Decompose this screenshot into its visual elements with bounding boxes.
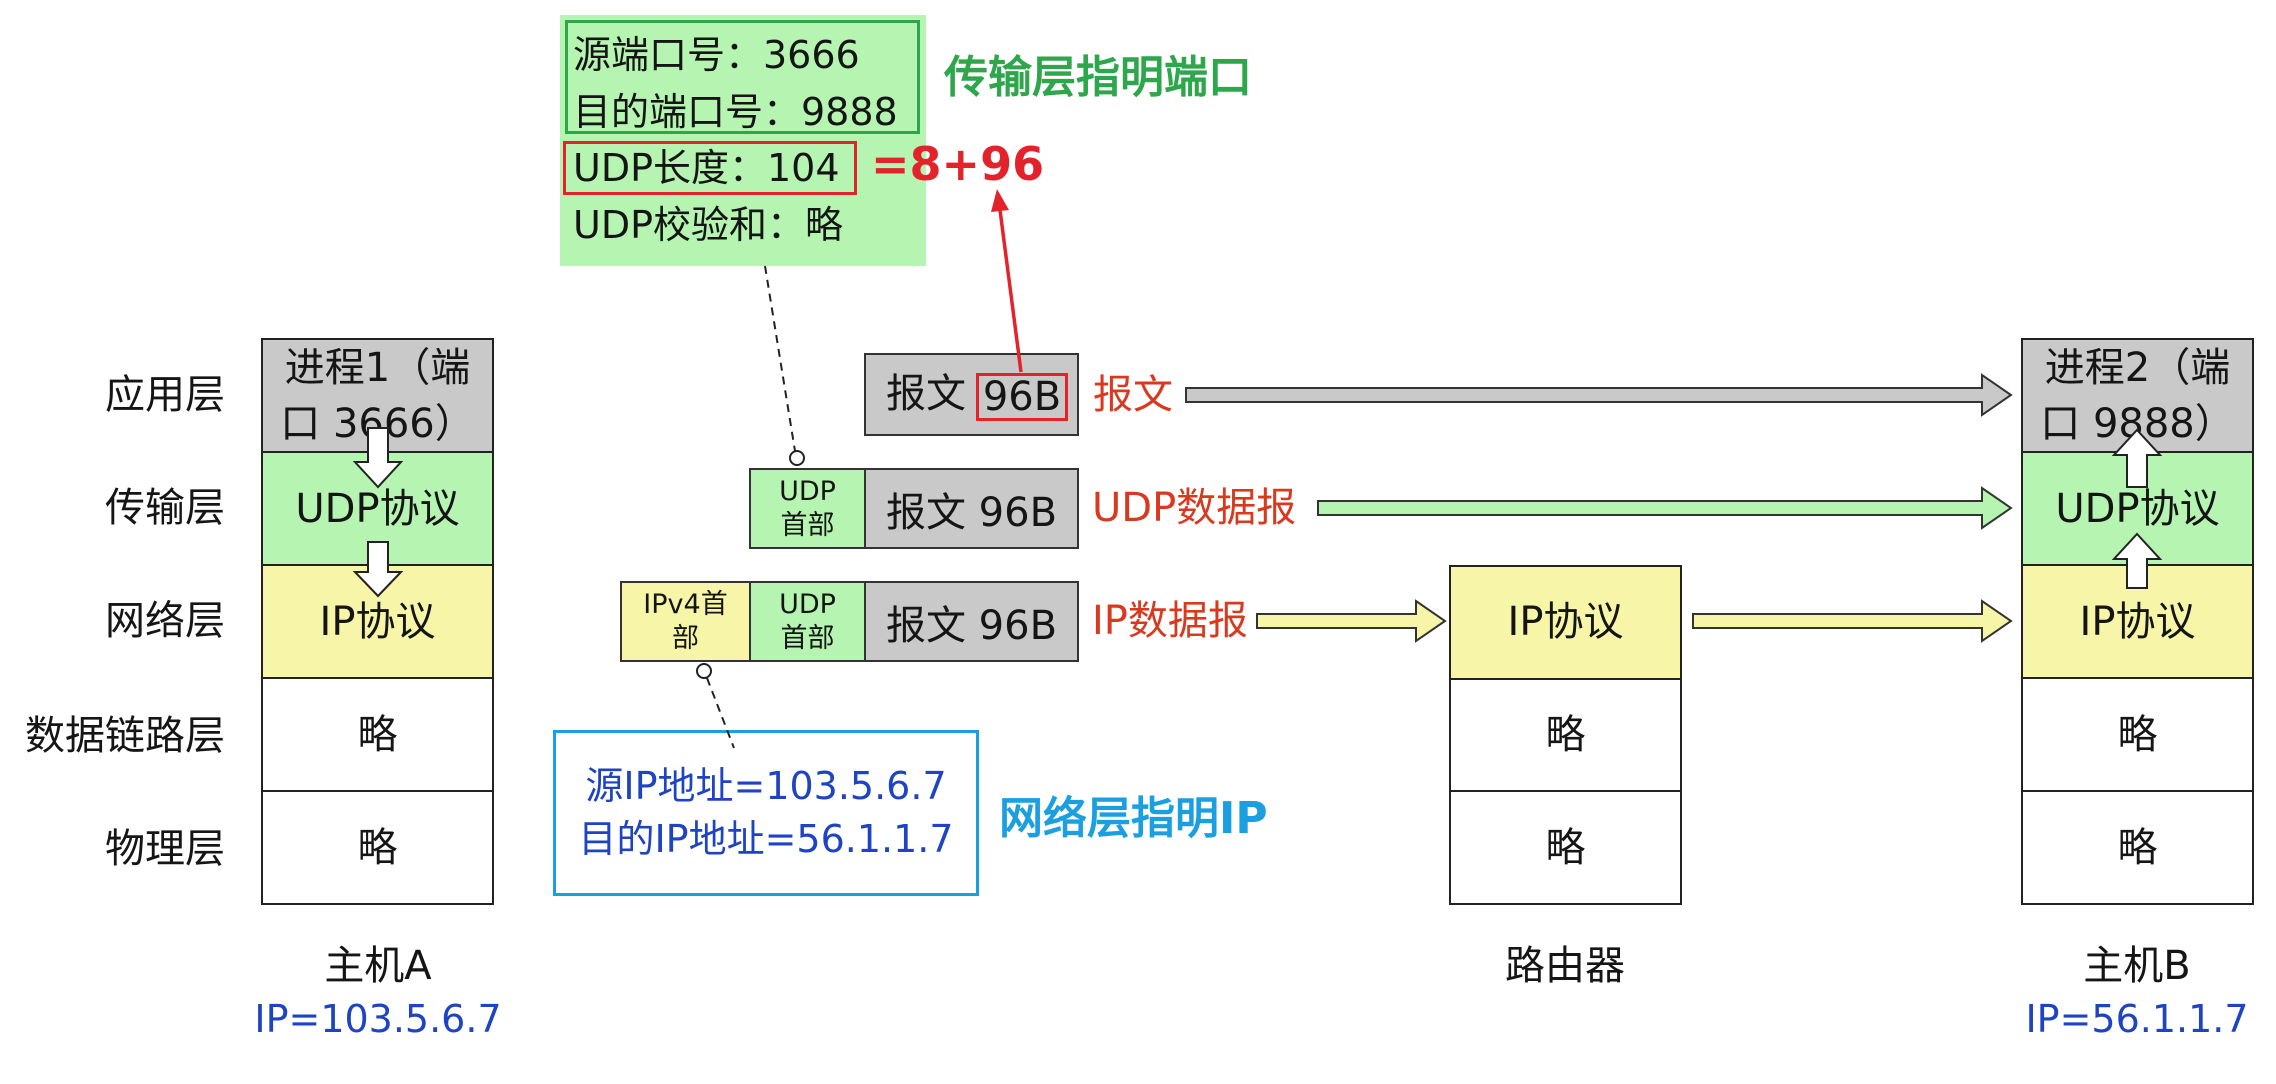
ipv4-header-callout-dot bbox=[696, 663, 712, 679]
layer-label-datalink: 数据链路层 bbox=[25, 713, 225, 759]
router-name: 路由器 bbox=[1505, 943, 1625, 989]
udp-datagram-flow-arrow bbox=[1317, 486, 2013, 530]
ip-datagram-label: IP数据报 bbox=[1092, 598, 1248, 644]
host-b-network-cell: IP协议 bbox=[2023, 564, 2252, 677]
udp-length-text: UDP长度：104 bbox=[573, 146, 840, 190]
layer-label-application: 应用层 bbox=[105, 372, 225, 418]
host-a-network-cell: IP协议 bbox=[263, 564, 492, 677]
router-to-host-b-arrow bbox=[1692, 599, 2013, 643]
router-network-cell: IP协议 bbox=[1451, 567, 1680, 678]
ipv4-header-line-1: IPv4首 bbox=[643, 588, 728, 620]
ip-datagram-to-router-arrow bbox=[1256, 599, 1447, 643]
host-b-process-line-2: 口 9888） bbox=[2040, 400, 2235, 447]
udp-header-line-1: UDP bbox=[779, 588, 836, 620]
host-a-ip: IP=103.5.6.7 bbox=[254, 997, 502, 1041]
message-label: 报文 bbox=[1093, 372, 1173, 418]
message-flow-arrow bbox=[1185, 373, 2013, 417]
message-payload-label: 报文 bbox=[886, 371, 966, 417]
udp-header-line-2: 首部 bbox=[780, 509, 835, 541]
network-caption: 网络层指明IP bbox=[999, 793, 1268, 844]
router-datalink-cell: 略 bbox=[1451, 677, 1680, 791]
payload-size-pointer-line bbox=[998, 209, 1023, 373]
router-physical-cell: 略 bbox=[1451, 790, 1680, 904]
host-a-process-cell: 进程1（端 口 3666） bbox=[263, 340, 492, 451]
udp-header-line-2: 首部 bbox=[780, 622, 835, 654]
host-a-process-line-2: 口 3666） bbox=[280, 400, 475, 447]
host-b-stack: 进程2（端 口 9888） UDP协议 IP协议 略 略 bbox=[2021, 338, 2254, 905]
host-b-process-cell: 进程2（端 口 9888） bbox=[2023, 340, 2252, 451]
udp-checksum-text: UDP校验和：略 bbox=[573, 203, 843, 247]
port-highlight-box bbox=[565, 20, 920, 134]
host-b-name: 主机B bbox=[2083, 943, 2191, 989]
host-a-physical-cell: 略 bbox=[263, 790, 492, 903]
host-a-process-line-1: 进程1（端 bbox=[284, 344, 471, 391]
host-a-datalink-cell: 略 bbox=[263, 677, 492, 790]
host-b-process-line-1: 进程2（端 bbox=[2044, 344, 2231, 391]
udp-datagram-payload: 报文 96B bbox=[864, 468, 1079, 549]
ip-datagram-ipv4-header: IPv4首 部 bbox=[620, 581, 751, 662]
udp-header-info-box bbox=[560, 15, 926, 266]
src-port-text: 源端口号：3666 bbox=[573, 33, 860, 77]
host-a-name: 主机A bbox=[324, 943, 432, 989]
host-b-datalink-cell: 略 bbox=[2023, 677, 2252, 790]
length-breakdown-text: =8+96 bbox=[871, 137, 1045, 191]
host-b-ip: IP=56.1.1.7 bbox=[2025, 997, 2249, 1041]
ipv4-header-line-2: 部 bbox=[672, 622, 699, 654]
ip-datagram-udp-header: UDP 首部 bbox=[749, 581, 866, 662]
message-payload-box: 报文 96B bbox=[864, 353, 1079, 436]
ip-datagram-payload: 报文 96B bbox=[864, 581, 1079, 662]
payload-size-pointer-head bbox=[991, 189, 1009, 212]
udp-header-callout-dot bbox=[789, 450, 805, 466]
udp-header-line-1: UDP bbox=[779, 475, 836, 507]
router-stack: IP协议 略 略 bbox=[1449, 565, 1682, 905]
udp-datagram-udp-header: UDP 首部 bbox=[749, 468, 866, 549]
ip-header-info-box: 源IP地址=103.5.6.7 目的IP地址=56.1.1.7 bbox=[553, 730, 979, 896]
layer-label-network: 网络层 bbox=[105, 598, 225, 644]
udp-datagram-label: UDP数据报 bbox=[1092, 485, 1297, 531]
host-a-stack: 进程1（端 口 3666） UDP协议 IP协议 略 略 bbox=[261, 338, 494, 905]
message-payload-size: 96B bbox=[976, 373, 1068, 421]
host-a-transport-cell: UDP协议 bbox=[263, 451, 492, 564]
length-highlight-box bbox=[563, 141, 857, 195]
transport-caption: 传输层指明端口 bbox=[944, 52, 1252, 103]
host-b-transport-cell: UDP协议 bbox=[2023, 451, 2252, 564]
udp-header-callout-line bbox=[764, 265, 796, 452]
dst-ip-text: 目的IP地址=56.1.1.7 bbox=[578, 817, 954, 861]
dst-port-text: 目的端口号：9888 bbox=[573, 90, 898, 134]
layer-label-physical: 物理层 bbox=[105, 826, 225, 872]
host-b-physical-cell: 略 bbox=[2023, 790, 2252, 903]
layer-label-transport: 传输层 bbox=[105, 485, 225, 531]
src-ip-text: 源IP地址=103.5.6.7 bbox=[585, 764, 947, 808]
